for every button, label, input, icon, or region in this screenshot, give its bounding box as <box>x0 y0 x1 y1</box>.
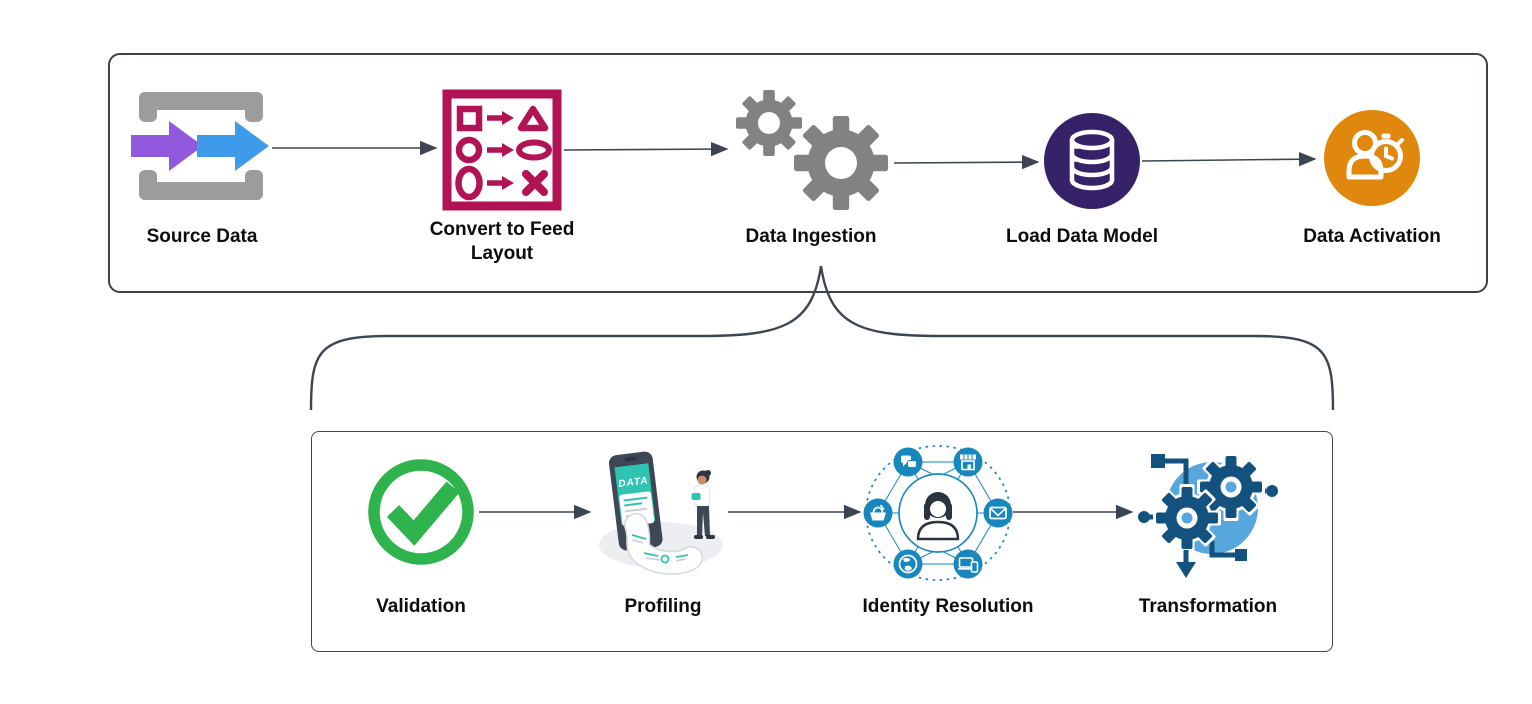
step-label-data-activation: Data Activation <box>1303 226 1441 247</box>
step-label-convert-feed: Convert to Feed Layout <box>429 219 575 264</box>
step-label-validation: Validation <box>376 596 466 617</box>
chat-node-icon <box>893 447 923 477</box>
globe-node-icon <box>893 549 923 579</box>
lower-gear <box>1153 484 1221 552</box>
devices-node-icon <box>953 549 983 579</box>
step-label-source-data: Source Data <box>146 226 258 247</box>
email-node-icon <box>983 498 1013 528</box>
purple-arrow <box>131 121 203 171</box>
small-gear <box>736 90 802 156</box>
phone-screen-text: DATA <box>618 475 649 490</box>
large-gear <box>791 113 891 212</box>
network-nodes <box>863 447 1013 579</box>
store-node-icon <box>953 447 983 477</box>
check-circle-icon <box>368 459 474 565</box>
person-avatar <box>916 492 960 541</box>
basket-node-icon <box>863 498 893 528</box>
step-label-load-data-model: Load Data Model <box>1005 226 1159 247</box>
bracket-frame <box>139 92 263 200</box>
source-data-brackets-arrows-icon <box>131 92 269 200</box>
step-label-identity-resolution: Identity Resolution <box>862 596 1034 617</box>
step-label-profiling: Profiling <box>624 596 702 617</box>
identity-network-icon <box>863 445 1013 581</box>
database-icon <box>1044 113 1140 209</box>
circuit-gears-icon <box>1138 453 1278 578</box>
gears-icon <box>736 90 891 212</box>
data-report-illustration-icon: DATA <box>599 451 723 575</box>
shape-mapping-icon <box>442 89 562 211</box>
person-figure <box>691 470 715 539</box>
x-mark <box>522 170 548 196</box>
step-label-transformation: Transformation <box>1138 596 1278 617</box>
receipt-ribbon <box>624 513 703 575</box>
upper-gear <box>1197 453 1265 521</box>
step-label-data-ingestion: Data Ingestion <box>745 226 877 247</box>
people-stopwatch-icon <box>1324 110 1420 206</box>
blue-arrow <box>197 121 269 171</box>
